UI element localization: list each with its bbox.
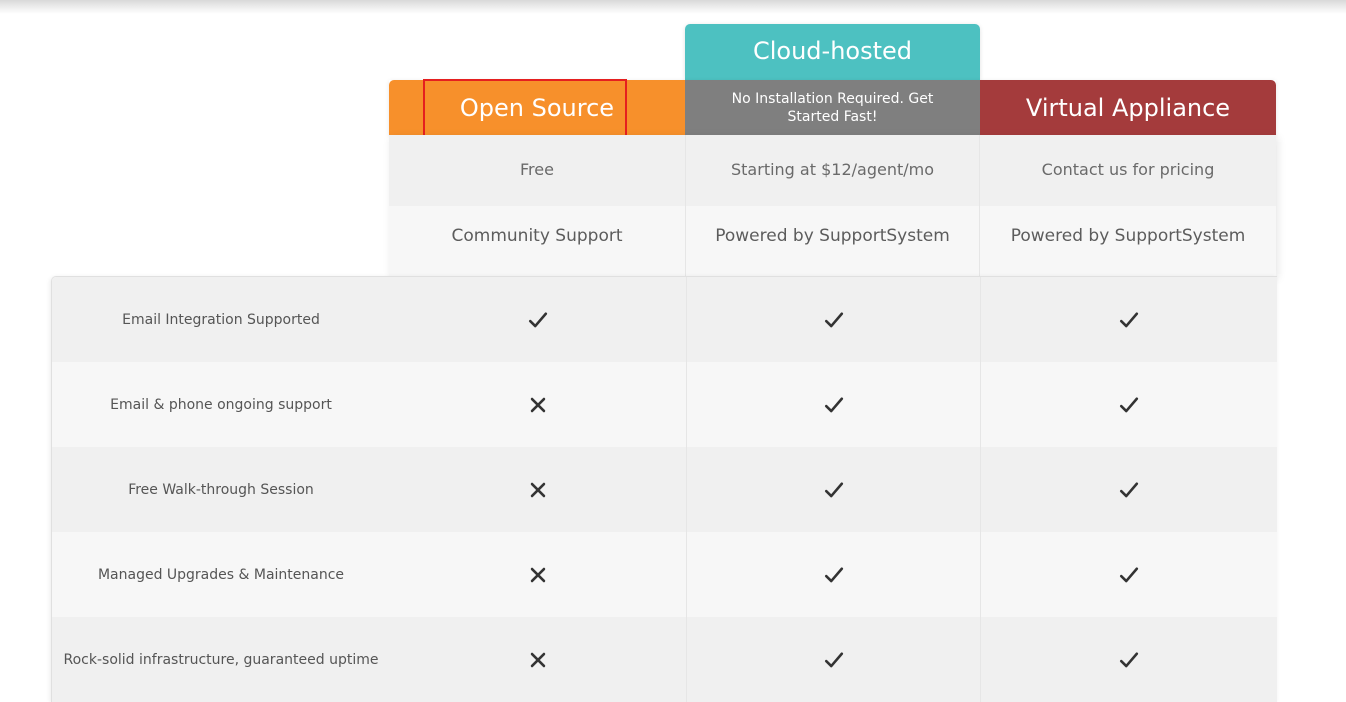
top-shadow: [0, 0, 1346, 14]
cross-icon: [527, 564, 549, 586]
virtual-appliance-mark: [981, 447, 1277, 532]
check-icon: [823, 309, 845, 331]
virtual-appliance-mark: [981, 617, 1277, 702]
check-icon: [1118, 649, 1140, 671]
support-row: Community Support Powered by SupportSyst…: [389, 206, 1276, 277]
plan-summary: Free Starting at $12/agent/mo Contact us…: [389, 135, 1276, 277]
feature-table: Email Integration Supported Email & phon…: [51, 276, 1277, 702]
plan-header: Open Source No Installation Required. Ge…: [389, 80, 1276, 135]
open-source-mark: [390, 362, 686, 447]
check-icon: [823, 479, 845, 501]
cloud-hosted-tab: Cloud-hosted: [685, 24, 980, 80]
check-icon: [1118, 479, 1140, 501]
cloud-hosted-mark: [686, 362, 981, 447]
table-row: Email & phone ongoing support: [52, 362, 1277, 447]
check-icon: [1118, 309, 1140, 331]
cross-icon: [527, 479, 549, 501]
open-source-title: Open Source: [459, 93, 615, 122]
table-row: Free Walk-through Session: [52, 447, 1277, 532]
virtual-appliance-support: Powered by SupportSystem: [1010, 225, 1246, 246]
open-source-mark: [390, 447, 686, 532]
feature-label: Rock-solid infrastructure, guaranteed up…: [63, 651, 379, 668]
feature-label: Free Walk-through Session: [128, 481, 314, 498]
virtual-appliance-title: Virtual Appliance: [1025, 93, 1231, 122]
table-row: Email Integration Supported: [52, 277, 1277, 362]
cloud-hosted-header: No Installation Required. Get Started Fa…: [685, 80, 980, 135]
cross-icon: [527, 649, 549, 671]
price-row: Free Starting at $12/agent/mo Contact us…: [389, 135, 1276, 206]
cloud-hosted-title: Cloud-hosted: [752, 37, 913, 65]
open-source-support: Community Support: [451, 225, 623, 246]
check-icon: [823, 394, 845, 416]
open-source-mark: [390, 277, 686, 362]
table-row: Managed Upgrades & Maintenance: [52, 532, 1277, 617]
open-source-mark: [390, 617, 686, 702]
cloud-hosted-mark: [686, 532, 981, 617]
check-icon: [1118, 564, 1140, 586]
check-icon: [1118, 394, 1140, 416]
open-source-header: Open Source: [389, 80, 685, 135]
cross-icon: [527, 394, 549, 416]
open-source-mark: [390, 532, 686, 617]
open-source-price: Free: [520, 160, 554, 179]
cloud-hosted-mark: [686, 447, 981, 532]
virtual-appliance-mark: [981, 532, 1277, 617]
virtual-appliance-mark: [981, 277, 1277, 362]
cloud-hosted-support: Powered by SupportSystem: [685, 206, 980, 277]
cloud-hosted-mark: [686, 277, 981, 362]
cloud-hosted-mark: [686, 617, 981, 702]
virtual-appliance-price: Contact us for pricing: [1041, 160, 1215, 179]
check-icon: [823, 564, 845, 586]
table-row: Rock-solid infrastructure, guaranteed up…: [52, 617, 1277, 702]
feature-label: Managed Upgrades & Maintenance: [97, 566, 345, 583]
virtual-appliance-mark: [981, 362, 1277, 447]
cloud-hosted-subtitle: No Installation Required. Get Started Fa…: [731, 90, 934, 125]
check-icon: [527, 309, 549, 331]
feature-label: Email Integration Supported: [122, 311, 320, 328]
cloud-hosted-price: Starting at $12/agent/mo: [685, 135, 980, 206]
check-icon: [823, 649, 845, 671]
feature-label: Email & phone ongoing support: [110, 396, 332, 413]
virtual-appliance-header: Virtual Appliance: [980, 80, 1276, 135]
